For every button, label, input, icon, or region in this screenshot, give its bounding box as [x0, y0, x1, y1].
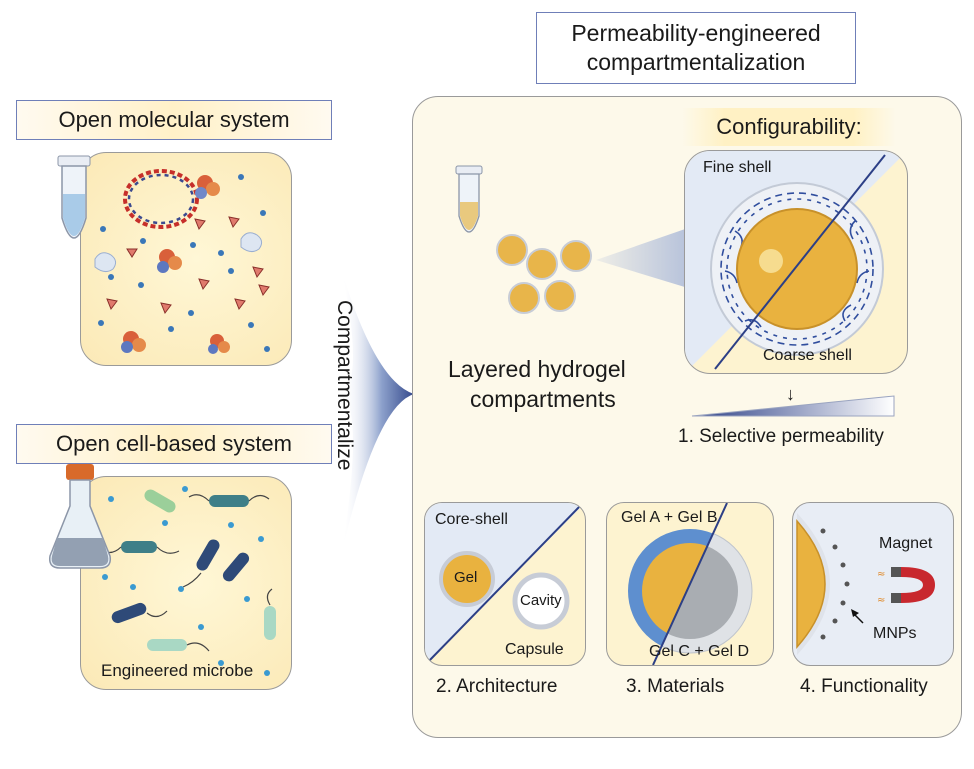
capsule-label: Capsule [505, 641, 564, 658]
functionality-svg: ≈ ≈ [796, 513, 935, 655]
gel-label: Gel [454, 569, 478, 586]
molecular-system-panel [80, 152, 292, 366]
functionality-card: ≈ ≈ Magnet MNPs [792, 502, 954, 666]
cavity-label: Cavity [520, 592, 562, 609]
functionality-caption: 4. Functionality [800, 676, 928, 697]
fine-shell-label: Fine shell [703, 159, 772, 176]
mnps-label: MNPs [873, 625, 917, 642]
magnet-label: Magnet [879, 535, 933, 552]
flask-icon [48, 464, 112, 569]
compartmentalize-label: Compartmentalize [333, 300, 356, 471]
compartmentalize-arrow-icon [342, 272, 414, 552]
architecture-svg [425, 503, 585, 665]
svg-text:≈: ≈ [877, 595, 885, 606]
hydrogel-line-1: Layered hydrogel [448, 356, 626, 382]
microbe-contents-svg [98, 486, 276, 676]
svg-text:≈: ≈ [877, 569, 885, 580]
permeability-card: Fine shell Coarse shell [684, 150, 908, 374]
gel-a-b-label: Gel A + Gel B [621, 509, 718, 526]
mnp-dots [820, 528, 850, 640]
gel-c-d-label: Gel C + Gel D [649, 643, 750, 660]
enzyme-icon [94, 232, 263, 273]
cell-system-panel: Engineered microbe [80, 476, 292, 690]
selective-permeability-label: 1. Selective permeability [678, 426, 884, 447]
configurability-label: Configurability: [682, 108, 896, 146]
magnet-icon: ≈ ≈ [877, 567, 935, 606]
molecular-system-label: Open molecular system [16, 100, 332, 140]
coarse-shell-label: Coarse shell [763, 347, 852, 364]
title-line-2: compartmentalization [586, 49, 806, 75]
protein-complex-icon [121, 175, 230, 354]
core-shell-sphere-svg [685, 151, 907, 373]
hydrogel-cluster-icon [496, 234, 592, 314]
bacteria-icons [111, 489, 276, 651]
title-box: Permeability-engineered compartmentaliza… [536, 12, 856, 84]
molecular-contents-svg [94, 169, 270, 354]
materials-card: Gel A + Gel B Gel C + Gel D [606, 502, 774, 666]
architecture-caption: 2. Architecture [436, 676, 558, 697]
engineered-microbe-label: Engineered microbe [101, 661, 254, 680]
title-line-1: Permeability-engineered [571, 20, 821, 46]
down-arrow-icon: ↓ [786, 384, 795, 404]
materials-caption: 3. Materials [626, 676, 725, 697]
architecture-card: Core-shell Gel Cavity Capsule [424, 502, 586, 666]
plasmid-dna-icon [123, 169, 199, 229]
flagella-lines [98, 494, 273, 652]
materials-svg [628, 503, 753, 665]
cell-dots [102, 486, 270, 676]
core-shell-label: Core-shell [435, 511, 508, 528]
test-tube-icon [57, 155, 91, 239]
small-molecule-dots [98, 174, 270, 352]
permeability-wedge [691, 395, 895, 417]
small-molecule-triangles [106, 216, 270, 315]
hydrogel-line-2: compartments [470, 386, 616, 412]
test-tube-small-icon [455, 165, 483, 233]
zoom-beam [596, 228, 688, 288]
cell-system-label: Open cell-based system [16, 424, 332, 464]
